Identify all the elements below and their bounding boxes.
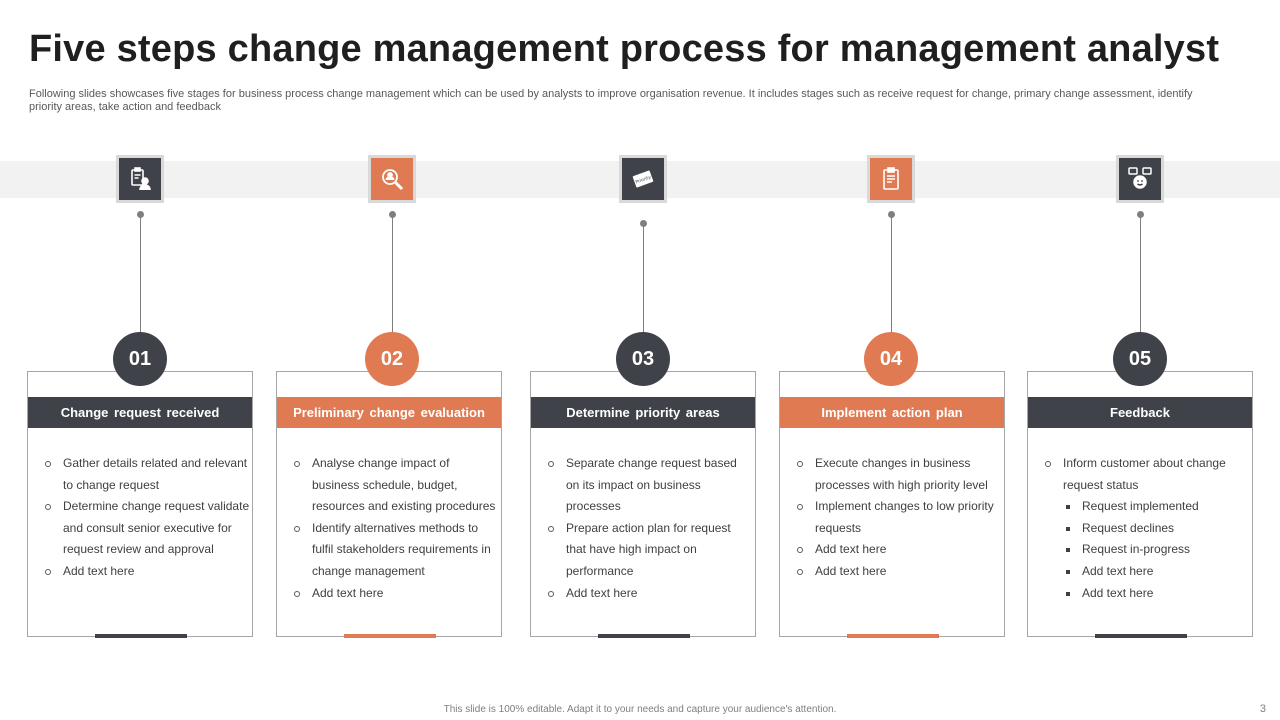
list-item: Add text here	[796, 539, 1002, 561]
page-subtitle: Following slides showcases five stages f…	[29, 88, 1193, 113]
card-accent-bar	[598, 634, 690, 638]
magnifier-person-icon	[379, 166, 405, 192]
list-item: Add text here	[1044, 561, 1250, 583]
list-item: Add text here	[1044, 583, 1250, 605]
list-item: Gather details related and relevant to c…	[44, 453, 250, 496]
card-accent-bar	[847, 634, 939, 638]
page-number: 3	[1259, 703, 1266, 715]
list-item: Determine change request validate and co…	[44, 496, 250, 561]
list-item: Identify alternatives methods to fulfil …	[293, 518, 499, 583]
step-heading: Preliminary change evaluation	[277, 397, 501, 428]
step-number-badge: 05	[1113, 332, 1167, 386]
card-accent-bar	[95, 634, 187, 638]
step-heading: Determine priority areas	[531, 397, 755, 428]
step-2-icon-box	[368, 155, 416, 203]
footer-note: This slide is 100% editable. Adapt it to…	[443, 704, 837, 715]
list-item: Add text here	[547, 583, 753, 605]
list-item: Add text here	[293, 583, 499, 605]
step-number-badge: 03	[616, 332, 670, 386]
connector-line	[392, 214, 393, 340]
step-bullet-list: Analyse change impact of business schedu…	[293, 453, 499, 604]
step-5-icon-box	[1116, 155, 1164, 203]
step-bullet-list: Execute changes in business processes wi…	[796, 453, 1002, 583]
step-heading: Feedback	[1028, 397, 1252, 428]
step-1-icon-box	[116, 155, 164, 203]
clipboard-plan-icon	[878, 166, 904, 192]
step-number-badge: 04	[864, 332, 918, 386]
step-bullet-list: Separate change request based on its imp…	[547, 453, 753, 604]
list-item: Implement changes to low priority reques…	[796, 496, 1002, 539]
step-heading: Change request received	[28, 397, 252, 428]
step-number-badge: 02	[365, 332, 419, 386]
list-item: Request implemented	[1044, 496, 1250, 518]
list-item: Execute changes in business processes wi…	[796, 453, 1002, 496]
list-item: Analyse change impact of business schedu…	[293, 453, 499, 518]
list-item: Add text here	[796, 561, 1002, 583]
connector-line	[643, 223, 644, 340]
list-item: Inform customer about change request sta…	[1044, 453, 1250, 496]
card-accent-bar	[1095, 634, 1187, 638]
step-4-icon-box	[867, 155, 915, 203]
list-item: Request declines	[1044, 518, 1250, 540]
feedback-chat-icon	[1127, 166, 1153, 192]
page-title: Five steps change management process for…	[29, 28, 1220, 70]
connector-line	[1140, 214, 1141, 340]
step-heading: Implement action plan	[780, 397, 1004, 428]
step-bullet-list: Inform customer about change request sta…	[1044, 453, 1250, 604]
clipboard-person-icon	[127, 166, 153, 192]
step-bullet-list: Gather details related and relevant to c…	[44, 453, 250, 583]
priority-tag-icon: Priority	[630, 166, 656, 192]
connector-line	[140, 214, 141, 340]
list-item: Add text here	[44, 561, 250, 583]
list-item: Prepare action plan for request that hav…	[547, 518, 753, 583]
connector-line	[891, 214, 892, 340]
card-accent-bar	[344, 634, 436, 638]
svg-text:Priority: Priority	[635, 174, 652, 185]
step-3-icon-box: Priority	[619, 155, 667, 203]
list-item: Request in-progress	[1044, 539, 1250, 561]
step-number-badge: 01	[113, 332, 167, 386]
list-item: Separate change request based on its imp…	[547, 453, 753, 518]
